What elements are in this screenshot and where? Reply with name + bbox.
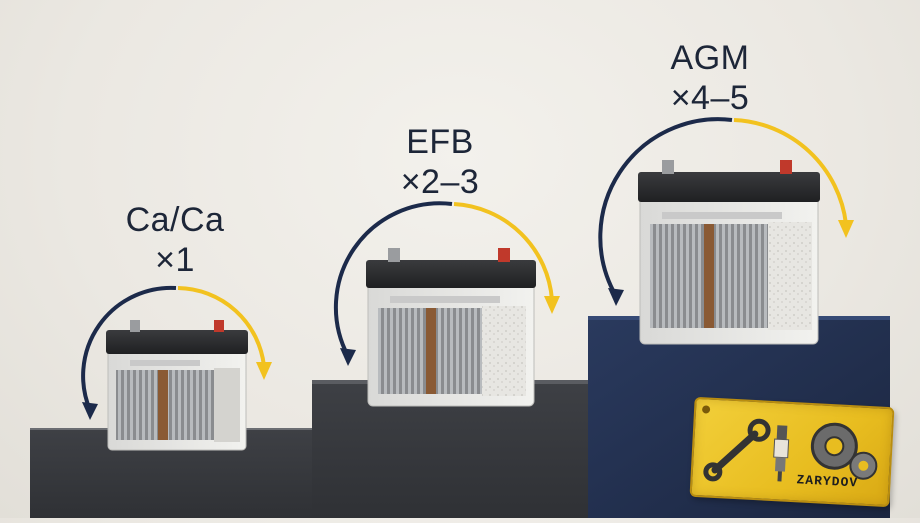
- tier-name: Ca/Ca: [125, 201, 225, 239]
- tier-multiplier: ×2–3: [400, 163, 480, 201]
- cycle-arrow-efb: [333, 201, 560, 366]
- gear-icon: [810, 422, 878, 480]
- spark-plug-icon: [773, 425, 790, 482]
- tier-name: AGM: [670, 39, 750, 77]
- tier-label-caca: Ca/Ca ×1: [110, 200, 240, 280]
- brand-plate-art: [702, 405, 878, 482]
- battery-efb: [366, 248, 536, 407]
- cycle-arrow-caca: [81, 285, 272, 420]
- battery-agm: [638, 160, 820, 345]
- tier-label-efb: EFB ×2–3: [380, 122, 500, 202]
- brand-name: ZARYDOV: [796, 472, 859, 491]
- tier-name: EFB: [406, 123, 474, 161]
- tier-multiplier: ×1: [155, 241, 195, 279]
- battery-cacа: [106, 320, 248, 451]
- cycle-arrow-agm: [598, 117, 854, 306]
- brand-plate: ZARYDOV: [689, 396, 895, 508]
- wrench-icon: [703, 418, 771, 482]
- tier-multiplier: ×4–5: [670, 79, 750, 117]
- tier-label-agm: AGM ×4–5: [650, 38, 770, 118]
